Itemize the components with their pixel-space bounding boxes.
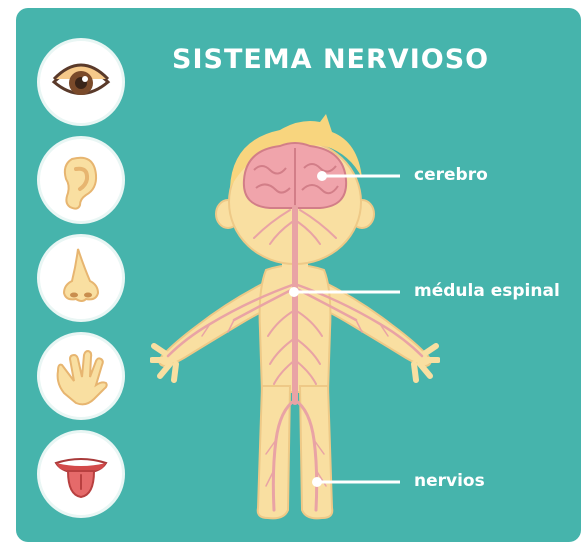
nose-icon xyxy=(62,248,100,302)
sense-circle-touch xyxy=(37,332,125,420)
hand-icon xyxy=(56,349,108,406)
ear-icon xyxy=(63,156,98,210)
label-nervios: nervios xyxy=(414,471,485,491)
tongue-icon xyxy=(54,458,108,499)
sense-circle-sight xyxy=(37,38,125,126)
spinal-cord xyxy=(166,205,424,512)
sense-circle-taste xyxy=(37,430,125,518)
label-medula-espinal: médula espinal xyxy=(414,281,560,301)
leader-nervios xyxy=(312,477,400,487)
diagram-title: SISTEMA NERVIOSO xyxy=(172,44,490,75)
brain xyxy=(242,142,348,209)
sense-circle-hearing xyxy=(37,136,125,224)
leader-medula xyxy=(289,287,400,297)
sense-circle-smell xyxy=(37,234,125,322)
leader-cerebro xyxy=(317,171,400,181)
eye-icon xyxy=(51,63,111,95)
label-cerebro: cerebro xyxy=(414,165,488,185)
child-figure xyxy=(150,114,440,520)
